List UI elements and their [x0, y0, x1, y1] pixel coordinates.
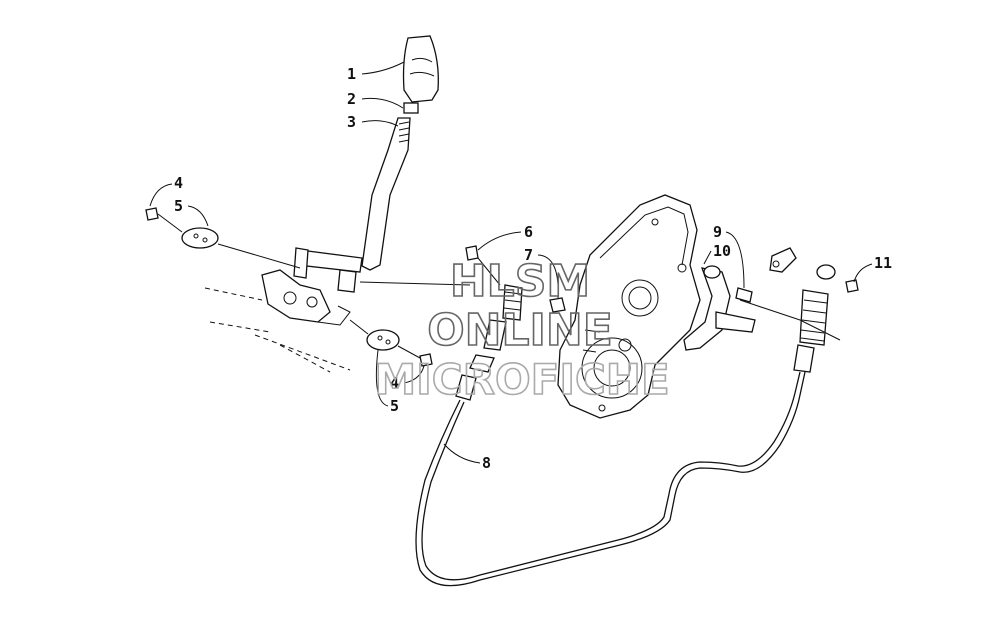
callout-4-lower: 4 [390, 374, 399, 392]
callout-11: 11 [874, 254, 892, 272]
lower-washer [366, 329, 400, 351]
shift-cable [415, 264, 836, 587]
callout-2: 2 [347, 90, 356, 108]
rod-line [359, 257, 501, 286]
callout-6: 6 [524, 223, 533, 241]
cable-end-link [769, 247, 797, 273]
engine-cover [557, 194, 701, 419]
upper-washer [181, 227, 219, 249]
callout-5-lower: 5 [390, 397, 399, 415]
right-leader [739, 299, 841, 341]
watermark-line2: ONLINE [427, 305, 613, 356]
callout-3: 3 [347, 113, 356, 131]
watermark-line3: MICROFICHE [374, 355, 669, 404]
retaining-clip [845, 279, 859, 293]
callout-1: 1 [347, 65, 356, 83]
lower-screw [419, 353, 433, 367]
callout-9: 9 [713, 223, 722, 241]
watermark: HLSM ONLINE MICROFICHE [374, 255, 671, 405]
watermark-line1: HLSM [450, 256, 590, 307]
mount-bracket [204, 269, 351, 373]
callout-8: 8 [482, 454, 491, 472]
lever-collar [403, 102, 419, 114]
callout-labels: 1 2 3 4 5 6 7 9 10 11 4 5 8 [149, 61, 892, 472]
callout-4-upper: 4 [174, 174, 183, 192]
shift-lever [293, 117, 411, 293]
callout-7: 7 [524, 246, 533, 264]
lower-leader [349, 319, 421, 359]
upper-leader [157, 213, 301, 269]
clamp-nut [549, 297, 566, 313]
callout-10: 10 [713, 242, 731, 260]
shift-knob [402, 35, 439, 103]
callout-5-upper: 5 [174, 197, 183, 215]
cable-bracket [683, 265, 756, 351]
upper-screw [145, 207, 159, 221]
bracket-screw [735, 287, 753, 303]
